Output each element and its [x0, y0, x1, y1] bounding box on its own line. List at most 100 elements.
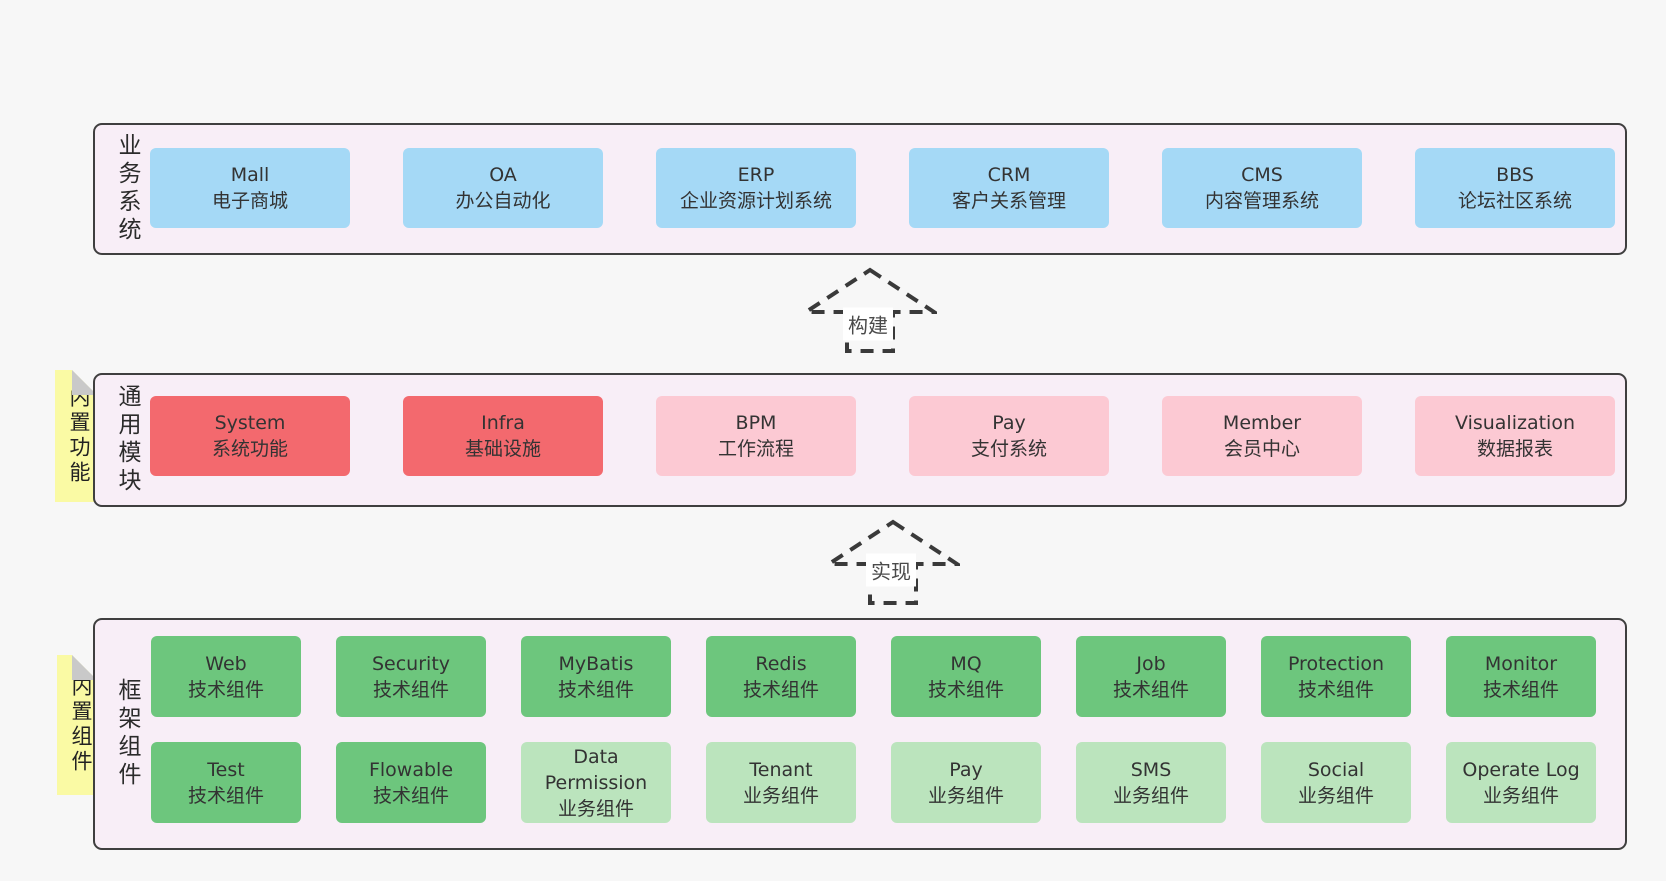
box-name: System [214, 412, 286, 434]
box-infra: Infra 基础设施 [403, 396, 603, 476]
box-desc: 技术组件 [1482, 678, 1559, 701]
box-desc: 数据报表 [1476, 438, 1553, 460]
box-pay: Pay 支付系统 [909, 396, 1109, 476]
box-desc: 业务组件 [1112, 784, 1189, 807]
box-name: MQ [950, 652, 982, 675]
box-erp: ERP 企业资源计划系统 [656, 148, 856, 228]
box-sms: SMS 业务组件 [1076, 742, 1226, 823]
box-mq: MQ 技术组件 [891, 636, 1041, 717]
box-web: Web 技术组件 [151, 636, 301, 717]
sticky-note-text: 内置组件 [69, 675, 93, 775]
box-name: Web [205, 652, 247, 675]
box-desc: 系统功能 [211, 438, 288, 460]
box-name: Monitor [1484, 652, 1558, 675]
box-name: CMS [1241, 164, 1283, 186]
box-name: Redis [755, 652, 807, 675]
box-desc: 业务组件 [927, 784, 1004, 807]
box-desc: 内容管理系统 [1204, 190, 1319, 212]
box-system: System 系统功能 [150, 396, 350, 476]
box-desc: 技术组件 [927, 678, 1004, 701]
box-desc: 业务组件 [1482, 784, 1559, 807]
layer-common-modules: 通用模块 System 系统功能 Infra 基础设施 BPM 工作流程 Pay 支付系统 Me… [93, 373, 1627, 507]
box-desc: 业务组件 [742, 784, 819, 807]
box-name: Security [371, 652, 451, 675]
box-desc: 客户关系管理 [951, 190, 1066, 212]
box-protection: Protection 技术组件 [1261, 636, 1411, 717]
box-bbs: BBS 论坛社区系统 [1415, 148, 1615, 228]
box-pay: Pay 业务组件 [891, 742, 1041, 823]
implement-arrow-label: 实现 [866, 553, 916, 587]
box-desc: 技术组件 [1112, 678, 1189, 701]
modules-box-row: System 系统功能 Infra 基础设施 BPM 工作流程 Pay 支付系统 Member 会… [150, 396, 1615, 476]
dashed-up-arrow-shape [803, 267, 937, 353]
box-name: Infra [481, 412, 525, 434]
box-desc: 业务组件 [557, 797, 634, 820]
box-redis: Redis 技术组件 [706, 636, 856, 717]
box-desc: 基础设施 [464, 438, 541, 460]
build-up-arrow [803, 266, 937, 354]
box-desc: 工作流程 [717, 438, 794, 460]
box-desc: 技术组件 [742, 678, 819, 701]
box-desc: 论坛社区系统 [1457, 190, 1572, 212]
box-desc: 技术组件 [1297, 678, 1374, 701]
build-arrow-label: 构建 [843, 307, 893, 341]
box-name: Member [1222, 412, 1302, 434]
box-desc: 技术组件 [187, 678, 264, 701]
box-name: Flowable [368, 758, 454, 781]
box-name: ERP [737, 164, 775, 186]
box-name: Test [207, 758, 245, 781]
box-desc: 技术组件 [187, 784, 264, 807]
box-name: BPM [735, 412, 777, 434]
box-visualization: Visualization 数据报表 [1415, 396, 1615, 476]
box-tenant: Tenant 业务组件 [706, 742, 856, 823]
box-test: Test 技术组件 [151, 742, 301, 823]
box-cms: CMS 内容管理系统 [1162, 148, 1362, 228]
box-name: Job [1136, 652, 1166, 675]
box-desc: 会员中心 [1223, 438, 1300, 460]
box-name: Mall [230, 164, 270, 186]
box-monitor: Monitor 技术组件 [1446, 636, 1596, 717]
box-desc: 电子商城 [211, 190, 288, 212]
box-name: Pay [949, 758, 983, 781]
box-mybatis: MyBatis 技术组件 [521, 636, 671, 717]
box-name: Visualization [1454, 412, 1575, 434]
sticky-note-text: 内置功能 [67, 386, 91, 486]
box-mall: Mall 电子商城 [150, 148, 350, 228]
box-desc: 企业资源计划系统 [679, 190, 832, 212]
box-name: CRM [987, 164, 1031, 186]
box-name: Pay [992, 412, 1026, 434]
layer-title-vertical: 框架组件 [114, 678, 140, 790]
box-desc: 技术组件 [557, 678, 634, 701]
layer-title-vertical: 通用模块 [114, 384, 140, 496]
implement-up-arrow [826, 518, 960, 606]
box-social: Social 业务组件 [1261, 742, 1411, 823]
box-desc: 办公自动化 [455, 190, 551, 212]
box-job: Job 技术组件 [1076, 636, 1226, 717]
box-name: Social [1307, 758, 1365, 781]
box-name: SMS [1130, 758, 1172, 781]
box-desc: 技术组件 [372, 678, 449, 701]
box-name: Protection [1287, 652, 1385, 675]
box-member: Member 会员中心 [1162, 396, 1362, 476]
box-bpm: BPM 工作流程 [656, 396, 856, 476]
box-desc: 支付系统 [970, 438, 1047, 460]
box-name: BBS [1496, 164, 1534, 186]
sticky-note-builtin-components: 内置组件 [57, 655, 97, 795]
dashed-up-arrow-shape [826, 519, 960, 605]
box-crm: CRM 客户关系管理 [909, 148, 1109, 228]
box-desc: 技术组件 [372, 784, 449, 807]
box-name: Tenant [749, 758, 813, 781]
sticky-note-builtin-features: 内置功能 [55, 370, 97, 502]
box-security: Security 技术组件 [336, 636, 486, 717]
layer-title-vertical: 业务系统 [114, 133, 140, 245]
box-name: MyBatis [558, 652, 634, 675]
box-desc: 业务组件 [1297, 784, 1374, 807]
